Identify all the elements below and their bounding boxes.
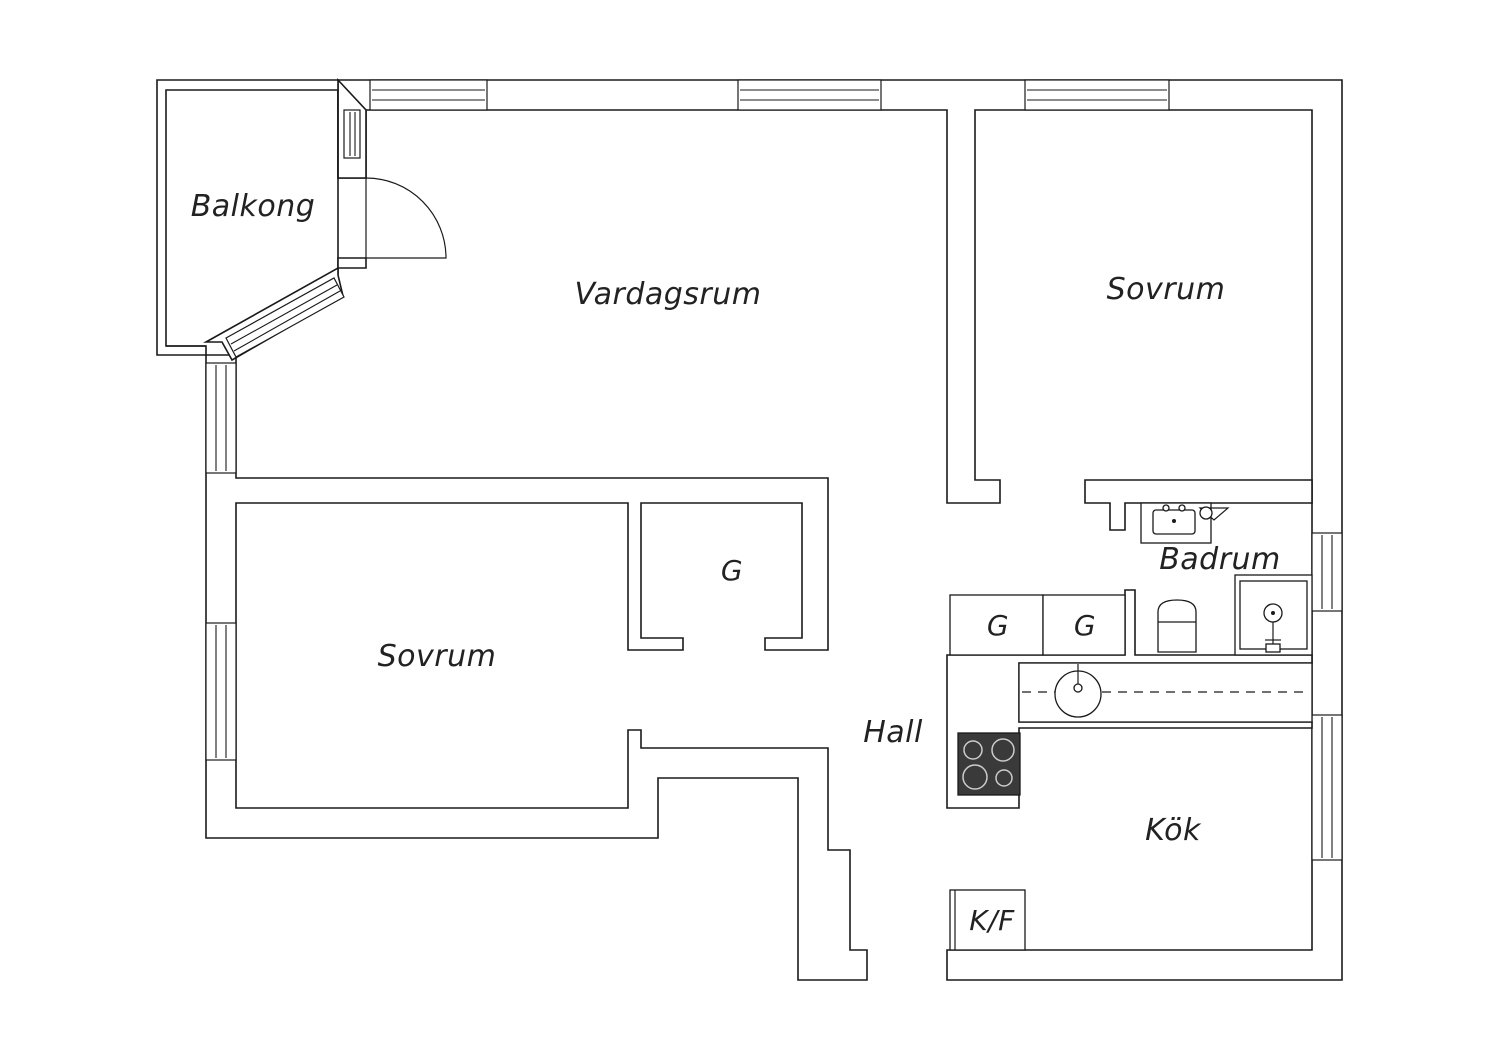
window-top-2 bbox=[737, 79, 882, 111]
window-top-3 bbox=[1024, 79, 1170, 111]
window-top-1 bbox=[369, 79, 488, 111]
kitchen-fixtures bbox=[949, 662, 1313, 951]
fridge-freezer bbox=[949, 889, 1026, 951]
window-west-1 bbox=[205, 362, 237, 474]
label-kf: K/F bbox=[969, 904, 1015, 937]
balcony-door bbox=[365, 177, 447, 259]
sink-icon bbox=[1140, 502, 1230, 544]
label-garderob-3: G bbox=[1074, 609, 1096, 642]
window-diagonal bbox=[225, 277, 345, 358]
label-hall: Hall bbox=[863, 715, 923, 750]
window-east-2 bbox=[1311, 714, 1343, 861]
label-garderob-1: G bbox=[721, 554, 743, 587]
label-badrum: Badrum bbox=[1159, 542, 1281, 577]
label-vardagsrum: Vardagsrum bbox=[575, 277, 762, 312]
room-labels: Balkong Vardagsrum Sovrum Sovrum G G G B… bbox=[191, 189, 1281, 937]
shower-icon bbox=[1234, 574, 1313, 656]
window-east-1 bbox=[1311, 532, 1343, 612]
label-garderob-2: G bbox=[987, 609, 1009, 642]
window-balcony-door-upper bbox=[343, 109, 361, 159]
stove-icon bbox=[957, 732, 1021, 796]
label-sovrum-1: Sovrum bbox=[1107, 272, 1226, 307]
windows bbox=[205, 79, 1343, 861]
label-balkong: Balkong bbox=[191, 189, 316, 224]
toilet-icon bbox=[1157, 599, 1197, 653]
label-kok: Kök bbox=[1145, 813, 1202, 848]
kitchen-sink-icon bbox=[1054, 664, 1102, 718]
label-sovrum-2: Sovrum bbox=[378, 639, 497, 674]
bathroom-fixtures bbox=[1140, 502, 1313, 656]
window-west-2 bbox=[205, 622, 237, 761]
